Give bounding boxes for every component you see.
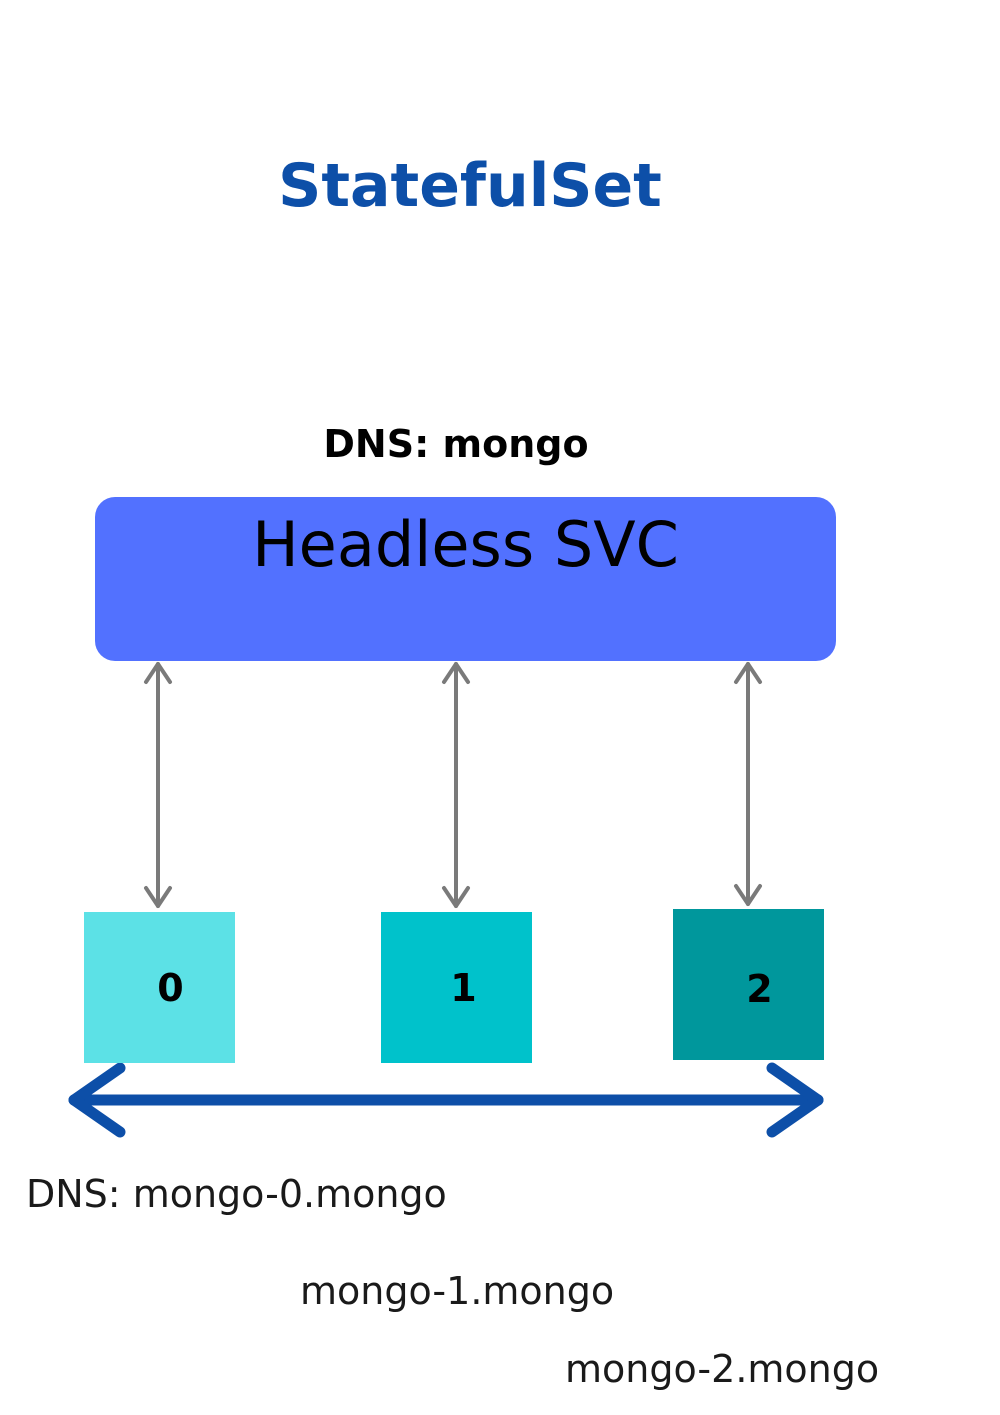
headless-service-label: Headless SVC: [252, 508, 679, 581]
service-dns-label: DNS: mongo: [323, 422, 589, 466]
pod-dns-label-0: DNS: mongo-0.mongo: [26, 1172, 447, 1216]
pod-label-2: 2: [746, 966, 773, 1011]
pod-dns-label-2: mongo-2.mongo: [565, 1347, 880, 1391]
pod-label-1: 1: [450, 965, 477, 1010]
pod-label-0: 0: [157, 965, 184, 1010]
pod-range-arrow: [68, 1062, 824, 1138]
pod-box-2: 2: [673, 909, 824, 1060]
connector-arrow-pod-1: [442, 662, 470, 908]
headless-service-box: Headless SVC: [95, 497, 836, 661]
page-title: StatefulSet: [278, 151, 662, 221]
pod-dns-label-1: mongo-1.mongo: [300, 1269, 615, 1313]
pod-box-0: 0: [84, 912, 235, 1063]
connector-arrow-pod-2: [734, 662, 762, 906]
connector-arrow-pod-0: [144, 662, 172, 908]
pod-box-1: 1: [381, 912, 532, 1063]
